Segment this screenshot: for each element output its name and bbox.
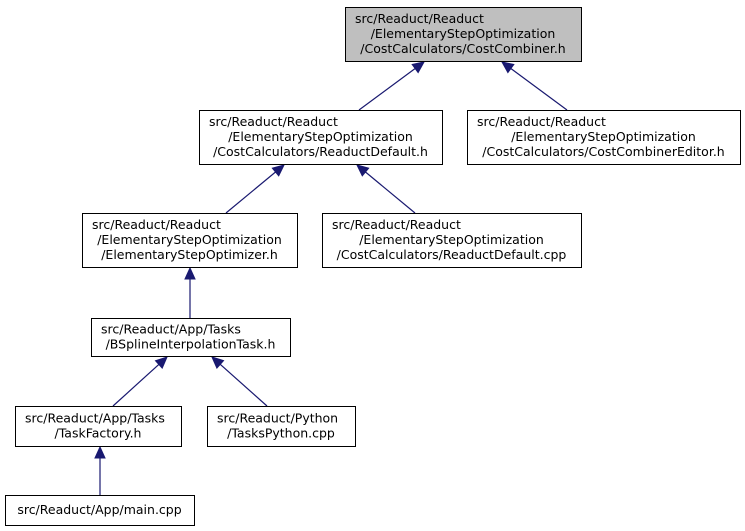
node-main-cpp[interactable]: src/Readuct/App/main.cpp [5,495,195,526]
node-label-line: src/Readuct/App/Tasks [25,411,165,426]
node-label-line: /CostCalculators/ReaductDefault.h [213,144,428,159]
node-box [467,110,741,165]
node-box [322,213,582,268]
arrowhead-icon [501,61,515,74]
node-label-line: /ElementaryStepOptimization [228,129,413,144]
arrowhead-icon [411,61,425,74]
node-label-line: /ElementaryStepOptimization [97,232,282,247]
edge-cost-combiner-editor-h-to-cost-combiner-h [501,61,568,111]
node-label-line: src/Readuct/Python [217,411,338,426]
node-box [5,495,195,526]
node-label-line: src/Readuct/Readuct [477,114,606,129]
node-label-line: /CostCalculators/CostCombinerEditor.h [482,144,724,159]
arrowhead-icon [154,356,168,370]
edge-task-factory-h-to-bspline-interpolation-task-h [112,356,168,407]
arrowhead-icon [94,445,106,459]
edge-elementary-step-optimizer-h-to-readuct-default-h [225,164,285,214]
edge-line [510,68,568,111]
node-elementary-step-optimizer-h[interactable]: src/Readuct/Readuct/ElementaryStepOptimi… [82,213,298,268]
arrowhead-icon [184,266,196,280]
node-label-line: /CostCalculators/ReaductDefault.cpp [337,247,567,262]
node-label-line: src/Readuct/Readuct [92,217,221,232]
node-label-line: /ElementaryStepOptimization [511,129,696,144]
edge-line [219,363,268,407]
edges-layer [94,61,568,495]
node-cost-combiner-h: src/Readuct/Readuct/ElementaryStepOptimi… [345,7,582,62]
node-label-line: /ElementaryStepOptimizer.h [101,247,278,262]
node-label-line: /ElementaryStepOptimization [359,232,544,247]
node-box [199,110,443,165]
edge-line [112,363,160,407]
edge-bspline-interpolation-task-h-to-elementary-step-optimizer-h [184,266,196,318]
edge-line [365,171,416,214]
node-label-line: /TasksPython.cpp [227,426,335,441]
node-label-line: /BSplineInterpolationTask.h [106,337,276,352]
arrowhead-icon [211,356,225,369]
node-box [82,213,298,268]
node-label-line: src/Readuct/App/main.cpp [17,502,181,517]
node-cost-combiner-editor-h[interactable]: src/Readuct/Readuct/ElementaryStepOptimi… [467,110,741,165]
node-box [207,406,356,447]
edge-readuct-default-h-to-cost-combiner-h [358,61,425,111]
edge-line [358,68,416,111]
edge-tasks-python-cpp-to-bspline-interpolation-task-h [211,356,268,407]
node-label-line: src/Readuct/Readuct [332,217,461,232]
edge-readuct-default-cpp-to-readuct-default-h [356,164,416,214]
node-label-line: src/Readuct/Readuct [355,11,484,26]
edge-main-cpp-to-task-factory-h [94,445,106,495]
nodes-layer: src/Readuct/Readuct/ElementaryStepOptimi… [5,7,741,526]
node-tasks-python-cpp[interactable]: src/Readuct/Python/TasksPython.cpp [207,406,356,447]
node-readuct-default-h[interactable]: src/Readuct/Readuct/ElementaryStepOptimi… [199,110,443,165]
node-label-line: /CostCalculators/CostCombiner.h [360,41,565,56]
arrowhead-icon [271,164,285,177]
node-box [91,318,291,357]
arrowhead-icon [356,164,370,177]
node-label-line: src/Readuct/Readuct [209,114,338,129]
focus-node-box [345,7,582,62]
node-task-factory-h[interactable]: src/Readuct/App/Tasks/TaskFactory.h [15,406,182,447]
node-bspline-interpolation-task-h[interactable]: src/Readuct/App/Tasks/BSplineInterpolati… [91,318,291,357]
edge-line [225,171,276,214]
node-box [15,406,182,447]
node-label-line: src/Readuct/App/Tasks [101,322,241,337]
node-readuct-default-cpp[interactable]: src/Readuct/Readuct/ElementaryStepOptimi… [322,213,582,268]
node-label-line: /ElementaryStepOptimization [371,26,556,41]
node-label-line: /TaskFactory.h [55,426,142,441]
